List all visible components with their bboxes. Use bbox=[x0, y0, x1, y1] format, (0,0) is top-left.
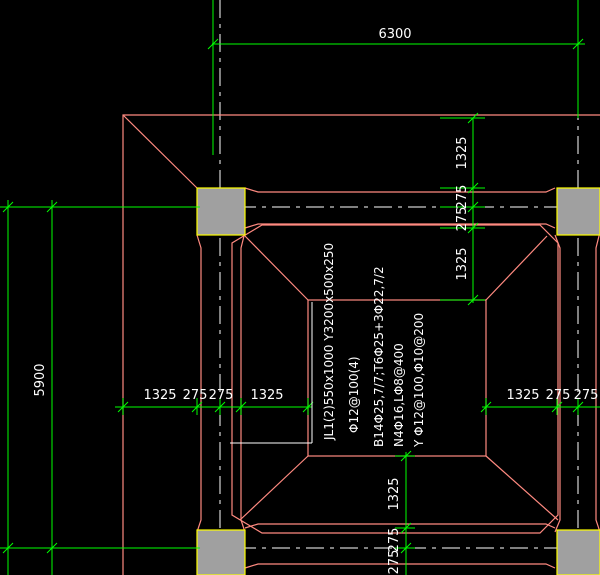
column-bottom-right bbox=[556, 529, 600, 575]
foundation-outline bbox=[122, 114, 600, 575]
dim-rv-tick2 bbox=[467, 182, 479, 194]
dim-rh-tick2 bbox=[551, 401, 563, 413]
dim-left-tick-top bbox=[2, 201, 14, 213]
dim-left-tick-bottom bbox=[2, 542, 14, 554]
bottom-beam-lower-edge bbox=[244, 563, 556, 569]
top-beam-upper-edge bbox=[244, 187, 556, 193]
dim-lh-tick5 bbox=[302, 401, 314, 413]
beam-annotation-line4: N4Φ16,LΦ8@400 bbox=[392, 343, 406, 447]
top-beam-lower-edge bbox=[244, 223, 556, 229]
dim-rh-tick3 bbox=[572, 401, 584, 413]
dim-left2-tick-bottom bbox=[46, 542, 58, 554]
dim-left2-tick-top bbox=[46, 201, 58, 213]
cap-outer-outline bbox=[231, 224, 559, 534]
dim-rv-label-4: 1325 bbox=[455, 247, 470, 280]
dim-bv-label-3: 275 bbox=[387, 550, 402, 575]
dim-lh-label-4: 1325 bbox=[250, 388, 283, 403]
left-beam-inner-edge bbox=[240, 231, 246, 533]
dim-rh-tick1 bbox=[480, 401, 492, 413]
dim-top-span-label: 6300 bbox=[378, 27, 411, 42]
left-beam-outer-edge bbox=[196, 234, 202, 533]
beam-annotation: JL1(2)550x1000 Y3200x500x250 Φ12@100(4) … bbox=[322, 243, 426, 448]
slope-line-tr bbox=[485, 235, 548, 301]
bottom-beam-upper-edge bbox=[244, 523, 556, 529]
annotation-leader bbox=[230, 302, 313, 444]
right-beam-inner-edge bbox=[554, 234, 561, 533]
outer-boundary bbox=[122, 114, 600, 575]
beam-annotation-line3: B14Φ25,7/7;T6Φ25+3Φ22,7/2 bbox=[372, 266, 386, 447]
dim-left-span-label: 5900 bbox=[33, 363, 48, 396]
dim-bv-tick1 bbox=[400, 450, 412, 462]
dim-lh-tick3 bbox=[214, 401, 226, 413]
dim-bv-label-1: 1325 bbox=[387, 477, 402, 510]
beam-annotation-line1: JL1(2)550x1000 Y3200x500x250 bbox=[322, 243, 336, 441]
dim-bv-tick3 bbox=[400, 542, 412, 554]
dim-rv-tick5 bbox=[467, 294, 479, 306]
dim-rv-label-2: 275 bbox=[455, 185, 470, 210]
dim-rv-tick1 bbox=[467, 112, 479, 124]
slope-line-br bbox=[485, 455, 559, 521]
dim-rv-tick3 bbox=[467, 201, 479, 213]
dim-bv-label-2: 275 bbox=[387, 528, 402, 553]
dim-rv-label-3: 275 bbox=[455, 207, 470, 232]
dim-top-tick-right bbox=[572, 38, 584, 50]
dim-rv-tick4 bbox=[467, 222, 479, 234]
column-top-right bbox=[556, 187, 600, 236]
corner-chamfer-top-left bbox=[122, 114, 198, 189]
dim-rh-label-2: 275 bbox=[546, 388, 571, 403]
dim-lh-label-1: 1325 bbox=[143, 388, 176, 403]
dim-lh-label-3: 275 bbox=[209, 388, 234, 403]
column-bottom-left bbox=[196, 529, 246, 575]
dim-lh-label-2: 275 bbox=[183, 388, 208, 403]
column-top-left bbox=[196, 187, 246, 236]
dim-rv-label-1: 1325 bbox=[455, 136, 470, 169]
dim-bv-tick2 bbox=[400, 522, 412, 534]
dim-lh-tick4 bbox=[235, 401, 247, 413]
dim-rh-label-3: 275 bbox=[574, 388, 599, 403]
right-beam-outer-edge bbox=[595, 231, 600, 533]
slope-line-bl bbox=[239, 455, 309, 521]
slope-line-tl bbox=[244, 235, 309, 301]
dim-lh-tick1 bbox=[117, 401, 129, 413]
beam-annotation-line5: Y Φ12@100,Φ10@200 bbox=[412, 313, 426, 448]
dim-lh-tick2 bbox=[191, 401, 203, 413]
beam-annotation-line2: Φ12@100(4) bbox=[347, 356, 361, 433]
dim-rh-label-1: 1325 bbox=[506, 388, 539, 403]
dim-top-tick-left bbox=[207, 38, 219, 50]
columns bbox=[196, 187, 600, 575]
